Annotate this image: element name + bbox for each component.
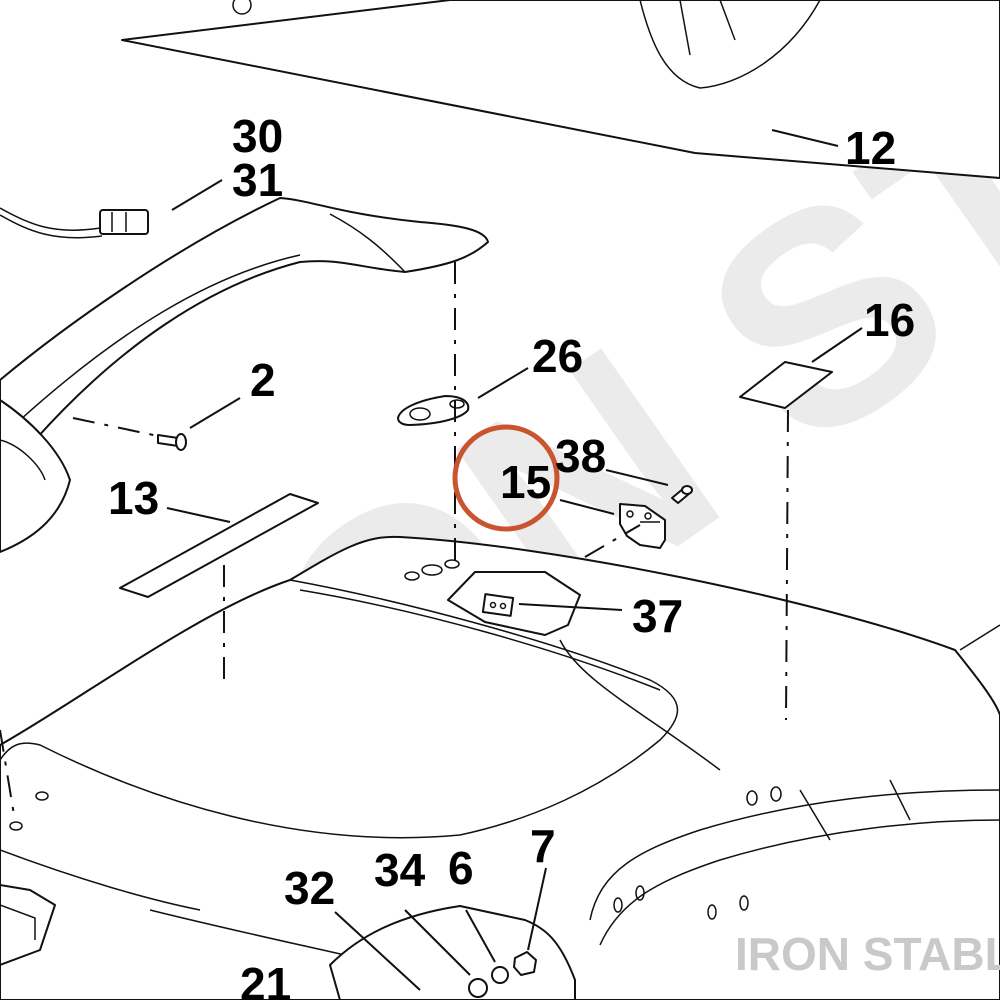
screw-part-2 — [157, 433, 187, 451]
assembly-lines — [0, 262, 789, 816]
latch-recess-part-37 — [447, 571, 581, 636]
washer-part-6 — [491, 966, 509, 984]
screw-part-38 — [671, 485, 693, 504]
callout-7[interactable]: 7 — [530, 820, 556, 872]
callout-6[interactable]: 6 — [448, 842, 474, 894]
gasket-part-26 — [397, 395, 470, 426]
callout-2[interactable]: 2 — [250, 354, 276, 406]
left-bracket — [0, 884, 56, 966]
top-panel-part-12 — [121, 0, 1000, 179]
decal-part-16 — [739, 361, 833, 409]
brand-watermark: IRON STABLE — [735, 928, 1000, 980]
callout-37[interactable]: 37 — [632, 590, 683, 642]
callout-21[interactable]: 21 — [240, 958, 291, 1000]
callout-30[interactable]: 30 — [232, 110, 283, 162]
latch-bracket-part-15 — [619, 503, 666, 549]
highlight-circle — [452, 424, 560, 532]
callout-12[interactable]: 12 — [845, 122, 896, 174]
callout-26[interactable]: 26 — [532, 330, 583, 382]
callout-31[interactable]: 31 — [232, 154, 283, 206]
callout-32[interactable]: 32 — [284, 862, 335, 914]
rack-spoiler — [0, 197, 489, 553]
callout-38[interactable]: 38 — [555, 430, 606, 482]
leader-lines — [166, 129, 863, 991]
strip-part-13 — [119, 493, 319, 598]
callout-16[interactable]: 16 — [864, 294, 915, 346]
callout-15[interactable]: 15 — [500, 456, 551, 508]
wiring-harness-part-30-31 — [0, 207, 149, 239]
callout-13[interactable]: 13 — [108, 472, 159, 524]
nut-part-7 — [513, 951, 537, 976]
callout-labels: 30 31 12 16 2 26 38 15 13 37 7 32 34 6 2… — [108, 110, 915, 1000]
bolt-head-part-34 — [468, 978, 488, 998]
tour-pack-lid — [0, 535, 1000, 1000]
callout-34[interactable]: 34 — [374, 844, 426, 896]
lower-hardware — [329, 905, 576, 1000]
